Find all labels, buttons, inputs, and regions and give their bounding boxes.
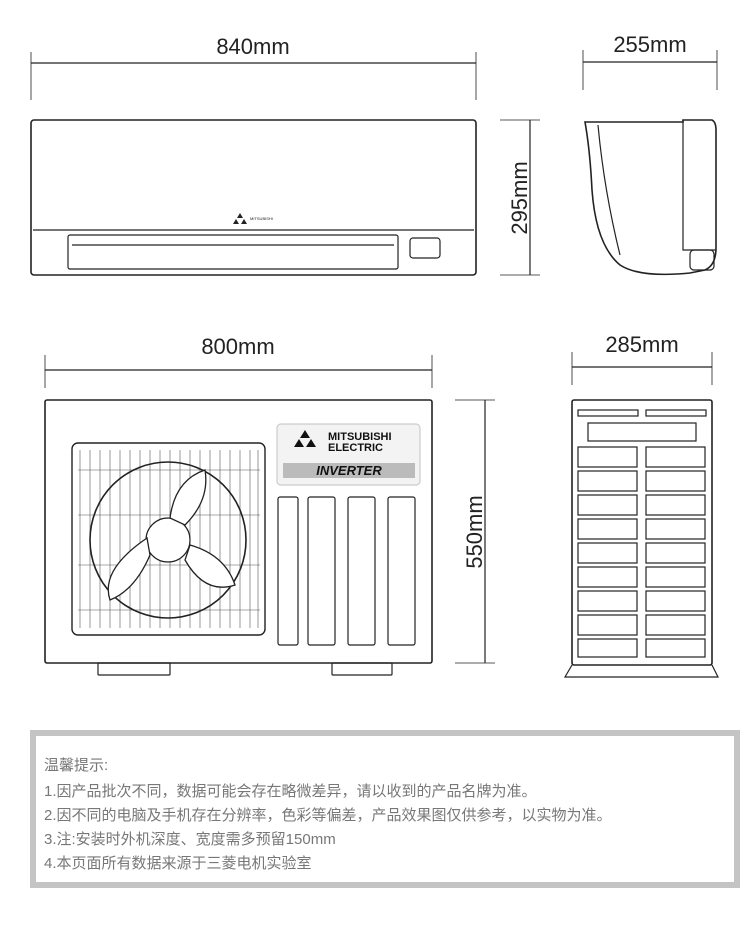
outdoor-unit-side: 285mm: [563, 332, 719, 678]
indoor-unit-side: 255mm 295mm: [500, 32, 718, 276]
notice-item: 4.本页面所有数据来源于三菱电机实验室: [44, 855, 312, 872]
notice-item: 1.因产品批次不同，数据可能会存在略微差异，请以收到的产品名牌为准。: [44, 783, 537, 800]
brand-line2: ELECTRIC: [328, 442, 383, 454]
notice-box: 温馨提示: 1.因产品批次不同，数据可能会存在略微差异，请以收到的产品名牌为准。…: [30, 730, 740, 888]
indoor-depth-label: 255mm: [613, 32, 686, 57]
svg-text:MITSUBISHI: MITSUBISHI: [250, 216, 273, 221]
outdoor-height-label: 550mm: [462, 495, 487, 568]
mitsubishi-logo-icon: [233, 213, 247, 224]
indoor-unit-front: 840mm MITSUBISHI: [30, 34, 477, 276]
outdoor-unit-front: 800mm MITSUBISHI ELECTRIC INVERTER 550mm: [44, 334, 495, 676]
indoor-width-label: 840mm: [216, 34, 289, 59]
indoor-height-label: 295mm: [507, 161, 532, 234]
fan-icon: [89, 461, 247, 619]
outdoor-width-label: 800mm: [201, 334, 274, 359]
notice-item: 3.注:安装时外机深度、宽度需多预留150mm: [44, 831, 336, 848]
inverter-badge: INVERTER: [316, 463, 382, 478]
notice-item: 2.因不同的电脑及手机存在分辨率，色彩等偏差，产品效果图仅供参考，以实物为准。: [44, 807, 612, 824]
brand-line1: MITSUBISHI: [328, 431, 392, 443]
notice-title: 温馨提示:: [44, 757, 109, 774]
outdoor-depth-label: 285mm: [605, 332, 678, 357]
mitsubishi-logo-icon: [294, 430, 316, 447]
dimension-drawing: 840mm MITSUBISHI 255mm 295mm 800mm MITSU…: [30, 32, 719, 678]
